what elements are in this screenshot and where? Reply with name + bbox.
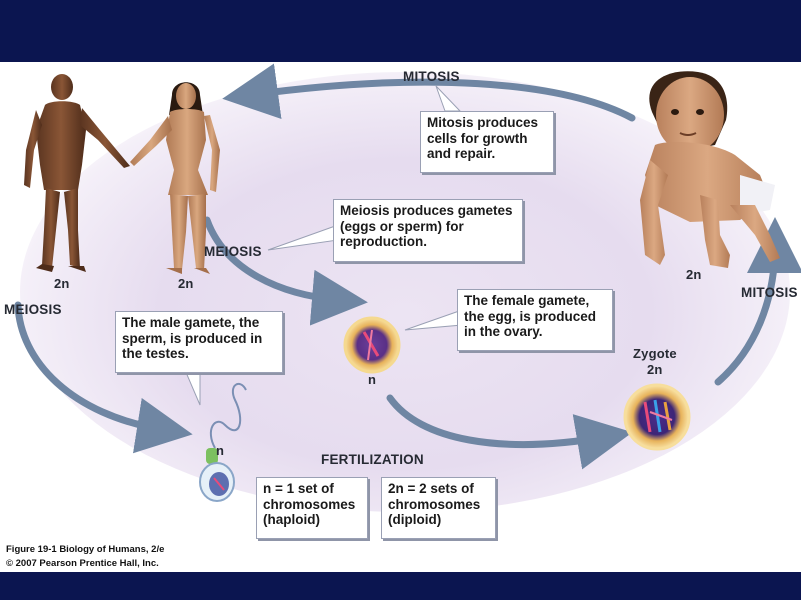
male-gamete-callout: The male gamete, the sperm, is produced …: [115, 311, 283, 373]
zygote-ploidy-label: 2n: [647, 362, 663, 377]
diploid-key-box: 2n = 2 sets of chromosomes (diploid): [381, 477, 496, 539]
mitosis-label-top: MITOSIS: [403, 69, 460, 84]
top-banner: [0, 0, 801, 62]
woman-figure: [130, 82, 220, 274]
baby-ploidy-label: 2n: [686, 267, 702, 282]
copyright-line: © 2007 Pearson Prentice Hall, Inc.: [6, 558, 159, 569]
female-gamete-callout: The female gamete, the egg, is produced …: [457, 289, 613, 351]
fertilization-label: FERTILIZATION: [321, 452, 424, 467]
egg-cell: [343, 316, 401, 374]
sperm-cell: [199, 382, 247, 502]
figure-caption: Figure 19-1 Biology of Humans, 2/e: [6, 544, 165, 555]
sperm-ploidy-label: n: [216, 443, 225, 458]
mitosis-top-arrow: [222, 63, 636, 122]
meiosis-callout: Meiosis produces gametes (eggs or sperm)…: [333, 199, 523, 262]
egg-ploidy-label: n: [368, 372, 377, 387]
mitosis-right-arrow: [714, 217, 801, 386]
meiosis-male-arrow: [14, 301, 193, 454]
zygote-label: Zygote: [633, 346, 677, 361]
fertilization-arrow: [386, 394, 633, 470]
mitosis-callout: Mitosis produces cells for growth and re…: [420, 111, 554, 173]
bottom-banner: [0, 572, 801, 600]
diagram-graphics: [14, 63, 801, 502]
female-ploidy-label: 2n: [178, 276, 194, 291]
life-cycle-diagram: MITOSIS MITOSIS MEIOSIS MEIOSIS FERTILIZ…: [0, 62, 801, 572]
callout-pointers: [184, 85, 463, 406]
baby-figure: [640, 71, 780, 268]
man-figure: [24, 74, 130, 272]
meiosis-female-arrow: [203, 216, 368, 326]
cycle-arrows: [14, 63, 801, 470]
meiosis-label-middle: MEIOSIS: [204, 244, 262, 259]
zygote-cell: [623, 383, 691, 451]
haploid-key-box: n = 1 set of chromosomes (haploid): [256, 477, 368, 539]
mitosis-label-right: MITOSIS: [741, 285, 798, 300]
meiosis-label-left: MEIOSIS: [4, 302, 62, 317]
male-ploidy-label: 2n: [54, 276, 70, 291]
